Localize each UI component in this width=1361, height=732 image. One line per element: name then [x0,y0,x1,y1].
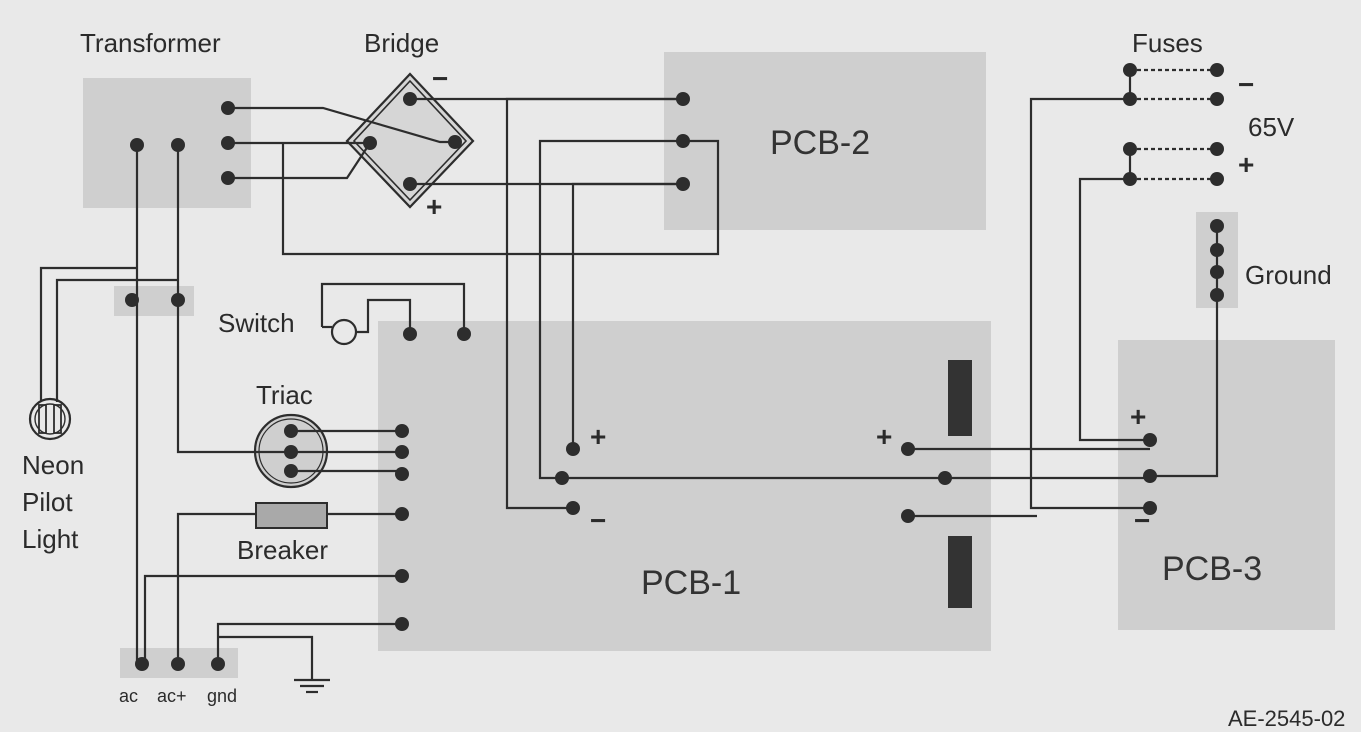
drawing-id-label: AE-2545-02 [1228,706,1345,731]
pcb-3-board [1118,340,1335,630]
breaker-component [255,502,328,529]
connection-nodes [125,63,1224,671]
pcb-1-right-plus-label: + [876,421,892,452]
fuse-plus-label: + [1238,149,1254,180]
terminal-gnd-label: gnd [207,686,237,706]
wiring [39,68,1219,680]
terminal-ac-label: ac [119,686,138,706]
neon-pilot-light-symbol [28,397,72,441]
neon-label-line-3: Light [22,524,79,554]
switch-symbol [330,318,358,346]
capacitor-lower [948,536,972,608]
pcb-1-left-plus-label: + [590,421,606,452]
breaker-label: Breaker [237,535,328,565]
bridge-plus-label: + [426,191,442,222]
bridge-minus-label: − [432,63,448,94]
pcb-1-left-minus-label: − [590,505,606,536]
capacitor-upper [948,360,972,436]
pcb-1-label: PCB-1 [641,564,741,602]
fuse-minus-label: − [1238,69,1254,100]
ground-label: Ground [1245,260,1332,290]
fuses-label: Fuses [1132,28,1203,58]
terminal-ac-plus-label: ac+ [157,686,187,706]
neon-label-line-2: Pilot [22,487,73,517]
bridge-rectifier [345,72,475,209]
triac-label: Triac [256,380,313,410]
bridge-label: Bridge [364,28,439,58]
switch-label: Switch [218,308,295,338]
pcb-3-plus-label: + [1130,401,1146,432]
pcb-3-minus-label: − [1134,505,1150,536]
neon-label-line-1: Neon [22,450,84,480]
transformer-label: Transformer [80,28,221,58]
pcb-3-label: PCB-3 [1162,550,1262,588]
pcb-1-board [378,321,991,651]
voltage-label: 65V [1248,112,1295,142]
pcb-2-label: PCB-2 [770,124,870,162]
ground-symbol [294,678,330,694]
